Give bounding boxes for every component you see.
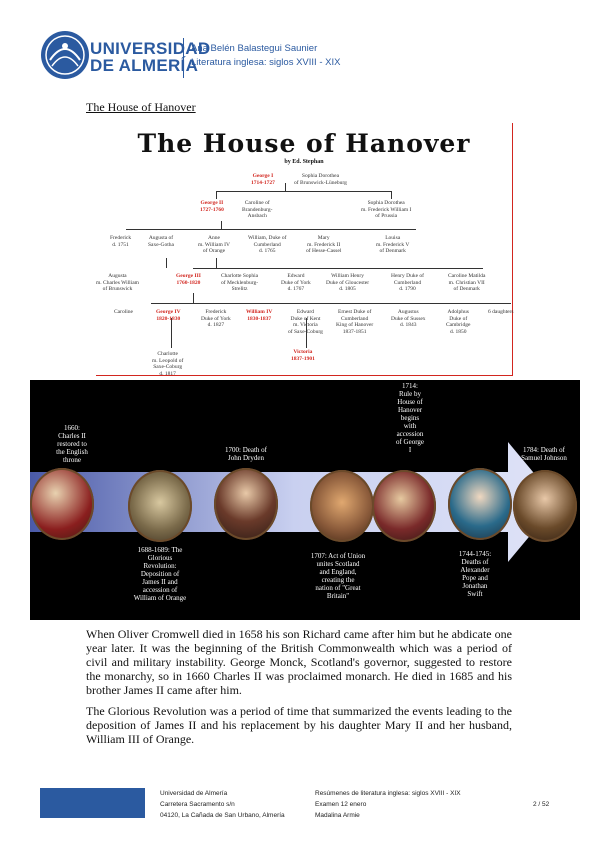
footer-document-info: Resúmenes de literatura inglesa: siglos … xyxy=(315,788,461,821)
tree-line xyxy=(151,303,511,304)
timeline-event-1744: 1744-1745: Deaths of Alexander Pope and … xyxy=(458,550,492,598)
george-i-portrait xyxy=(372,470,436,542)
footer-doc-title: Resúmenes de literatura inglesa: siglos … xyxy=(315,790,461,797)
footer-doc-exam: Examen 12 enero xyxy=(315,801,367,808)
page-number: 2 / 52 xyxy=(533,801,550,808)
tree-node-george1: George I 1714-1727 xyxy=(251,173,275,186)
tree-node-daughters: 6 daughters xyxy=(488,309,514,315)
tree-node-george3: George III 1760-1820 xyxy=(176,273,201,286)
tree-line xyxy=(166,258,167,268)
tree-node-louisa: Louisa m. Frederick V of Denmark xyxy=(376,235,410,254)
tree-line xyxy=(285,183,286,191)
samuel-johnson-portrait xyxy=(513,470,577,542)
tree-line xyxy=(193,293,194,303)
timeline-event-1688: 1688-1689: The Glorious Revolution: Depo… xyxy=(133,546,187,602)
tree-node-sophia2: Sophia Dorothea m. Frederick William I o… xyxy=(361,200,412,219)
footer-address-line: Universidad de Almería xyxy=(160,790,228,797)
tree-node-augusta: Augusta of Saxe-Gotha xyxy=(148,235,174,248)
university-name-line2: DE ALMERÍA xyxy=(90,56,199,75)
timeline-event-1700: 1700: Death of John Dryden xyxy=(225,446,267,462)
university-name-line1: UNIVERSIDAD xyxy=(90,39,211,58)
timeline-event-1714: 1714: Rule by House of Hanover begins wi… xyxy=(395,382,425,454)
tree-node-edward2: Edward Duke of Kent m. Victoria of Saxe-… xyxy=(288,309,323,335)
john-dryden-portrait xyxy=(214,468,278,540)
tree-line xyxy=(216,258,217,268)
tree-node-sophia: Sophia Dorothea of Brunswick-Lüneburg xyxy=(294,173,347,186)
tree-node-victoria: Victoria 1837-1901 xyxy=(291,349,315,362)
tree-line xyxy=(126,229,416,230)
footer-doc-author: Madalina Armie xyxy=(315,812,360,819)
header-course: Literatura inglesa: siglos XVIII - XIX xyxy=(191,57,341,68)
footer-address-line: Carretera Sacramento s/n xyxy=(160,801,235,808)
tree-node-anne: Anne m. William IV of Orange xyxy=(198,235,230,254)
act-of-union-portrait xyxy=(310,470,374,542)
tree-node-charlotte2: Charlotte m. Leopold of Saxe-Coburg d. 1… xyxy=(152,351,184,377)
tree-node-augusta2: Augusta m. Charles William of Brunswick xyxy=(96,273,139,292)
family-tree-title: The House of Hanover xyxy=(137,129,471,158)
tree-node-george2: George II 1727-1760 xyxy=(200,200,224,213)
tree-line xyxy=(306,318,307,348)
section-title: The House of Hanover xyxy=(86,100,196,114)
tree-node-edward: Edward Duke of York d. 1767 xyxy=(281,273,311,292)
header-author-block: Ana Belén Balastegui Saunier Literatura … xyxy=(191,42,340,70)
tree-line xyxy=(193,268,483,269)
tree-node-frederick2: Frederick Duke of York d. 1827 xyxy=(201,309,231,328)
tree-node-caroline2: Caroline xyxy=(114,309,133,315)
university-logo-icon xyxy=(41,31,89,79)
charles-ii-portrait xyxy=(30,468,94,540)
timeline-event-1707: 1707: Act of Union unites Scotland and E… xyxy=(310,552,366,600)
footer-address: Universidad de Almería Carretera Sacrame… xyxy=(160,788,285,821)
university-name: UNIVERSIDAD DE ALMERÍA xyxy=(90,40,210,74)
alexander-pope-portrait xyxy=(448,468,512,540)
paragraph-commonwealth: When Oliver Cromwell died in 1658 his so… xyxy=(86,627,512,697)
tree-node-frederick: Frederick d. 1751 xyxy=(110,235,132,248)
glorious-revolution-portrait xyxy=(128,470,192,542)
tree-node-william4: William IV 1830-1837 xyxy=(246,309,273,322)
tree-line xyxy=(171,318,172,348)
tree-node-william-henry: William Henry Duke of Gloucester d. 1805 xyxy=(326,273,370,292)
tree-node-henry: Henry Duke of Cumberland d. 1790 xyxy=(391,273,424,292)
tree-node-mary: Mary m. Frederick II of Hesse-Cassel xyxy=(306,235,342,254)
timeline-event-1784: 1784: Death of Samuel Johnson xyxy=(521,446,567,462)
timeline-banner: 1660: Charles II restored to the English… xyxy=(30,380,580,620)
tree-node-ernest: Ernest Duke of Cumberland King of Hanove… xyxy=(336,309,374,335)
tree-line xyxy=(216,191,391,192)
tree-node-adolphus: Adolphus Duke of Cambridge d. 1850 xyxy=(446,309,471,335)
tree-node-augustus: Augustus Duke of Sussex d. 1843 xyxy=(391,309,426,328)
tree-node-caroline: Caroline of Brandenburg- Ansbach xyxy=(242,200,273,219)
header-author: Ana Belén Balastegui Saunier xyxy=(191,43,318,54)
header-divider xyxy=(183,38,184,78)
tree-node-william-duke: William, Duke of Cumberland d. 1765 xyxy=(248,235,287,254)
tree-line xyxy=(216,191,217,199)
tree-line xyxy=(391,191,392,199)
tree-node-charlotte: Charlotte Sophia of Mecklenburg- Strelit… xyxy=(221,273,259,292)
footer-brand-block xyxy=(40,788,145,818)
tree-node-george4: George IV 1820-1830 xyxy=(156,309,181,322)
footer-address-line: 04120, La Cañada de San Urbano, Almería xyxy=(160,812,285,819)
family-tree-credit: by Ed. Stephan xyxy=(284,159,324,165)
tree-line xyxy=(221,221,222,229)
tree-node-caroline-matilda: Caroline Matilda m. Christian VII of Den… xyxy=(448,273,486,292)
timeline-event-1660: 1660: Charles II restored to the English… xyxy=(56,424,88,464)
family-tree: The House of Hanover by Ed. Stephan Geor… xyxy=(96,123,514,377)
paragraph-glorious-revolution: The Glorious Revolution was a period of … xyxy=(86,704,512,746)
